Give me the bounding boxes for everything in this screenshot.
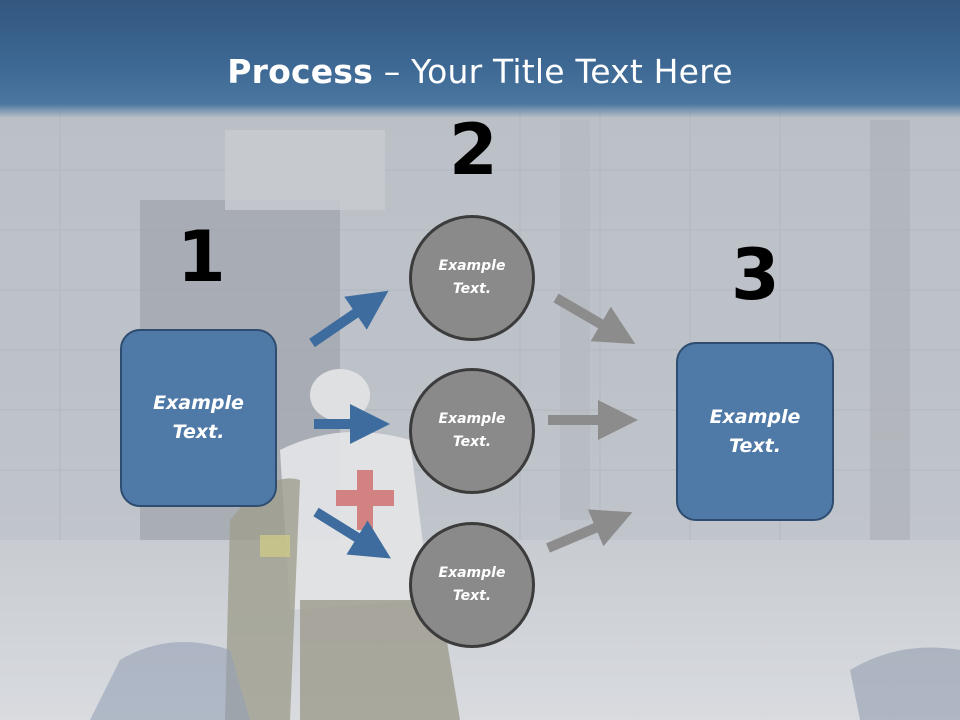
title-bold: Process (227, 52, 373, 91)
arrow-circle-top-to-box3 (553, 293, 636, 345)
circle-middle-line2: Text. (452, 434, 492, 450)
title-bar (0, 0, 960, 118)
arrow-box1-to-circle-top (309, 290, 389, 348)
title-dash: – (373, 52, 412, 91)
step-3-label-line2: Text. (729, 434, 781, 457)
step-number-3: 3 (731, 234, 780, 316)
circle-bottom-label: Example Text. (439, 562, 506, 608)
step-1-label-line2: Text. (172, 421, 225, 443)
step-1-box[interactable]: Example Text. (120, 329, 277, 507)
step-3-box[interactable]: Example Text. (676, 342, 834, 521)
step-2-circle-bottom[interactable]: Example Text. (409, 522, 535, 648)
circle-top-line1: Example (438, 258, 506, 274)
circle-top-label: Example Text. (439, 255, 506, 301)
step-number-2: 2 (449, 109, 498, 191)
step-1-label-line1: Example (153, 392, 244, 414)
circle-middle-line1: Example (438, 411, 506, 427)
step-3-label: Example Text. (710, 403, 801, 461)
circle-bottom-line1: Example (438, 565, 506, 581)
circle-bottom-line2: Text. (452, 588, 492, 604)
step-1-label: Example Text. (153, 389, 244, 447)
slide-title: Process – Your Title Text Here (0, 52, 960, 91)
step-2-circle-middle[interactable]: Example Text. (409, 368, 535, 494)
step-2-circle-top[interactable]: Example Text. (409, 215, 535, 341)
step-number-1: 1 (177, 216, 226, 298)
step-3-label-line1: Example (709, 405, 801, 428)
title-rest: Your Title Text Here (411, 52, 733, 91)
arrow-box1-to-circle-bottom (313, 507, 391, 559)
circle-top-line2: Text. (452, 281, 492, 297)
circle-middle-label: Example Text. (439, 408, 506, 454)
arrow-circle-bottom-to-box3 (546, 509, 633, 553)
